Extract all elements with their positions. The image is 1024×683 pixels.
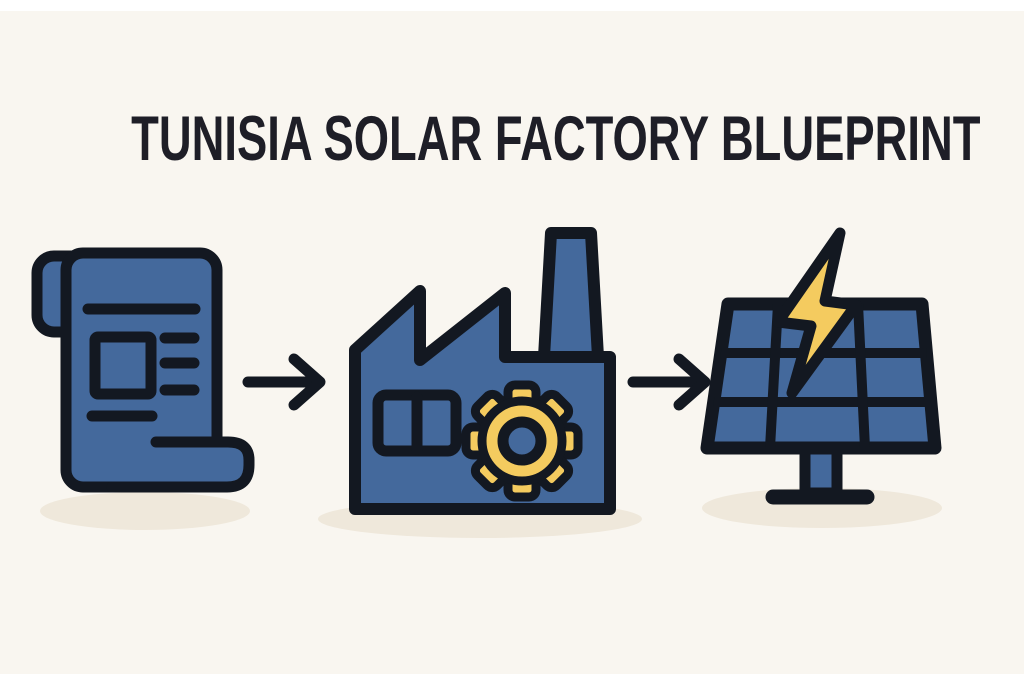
lightning-bolt-icon (772, 227, 862, 399)
right-arrow-icon (242, 353, 326, 411)
blueprint-scroll-icon (31, 247, 255, 493)
solar-panel-lightning-icon (700, 227, 942, 505)
top-margin-band (0, 0, 1024, 11)
ground-shadow (40, 492, 250, 530)
page-title-text: TUNISIA SOLAR FACTORY BLUEPRINT (131, 104, 981, 174)
bottom-margin-band (0, 674, 1024, 683)
page-title: TUNISIA SOLAR FACTORY BLUEPRINT (0, 108, 1024, 171)
right-arrow-icon (627, 353, 711, 411)
factory-gear-icon (349, 227, 616, 515)
gear-icon (461, 380, 583, 502)
